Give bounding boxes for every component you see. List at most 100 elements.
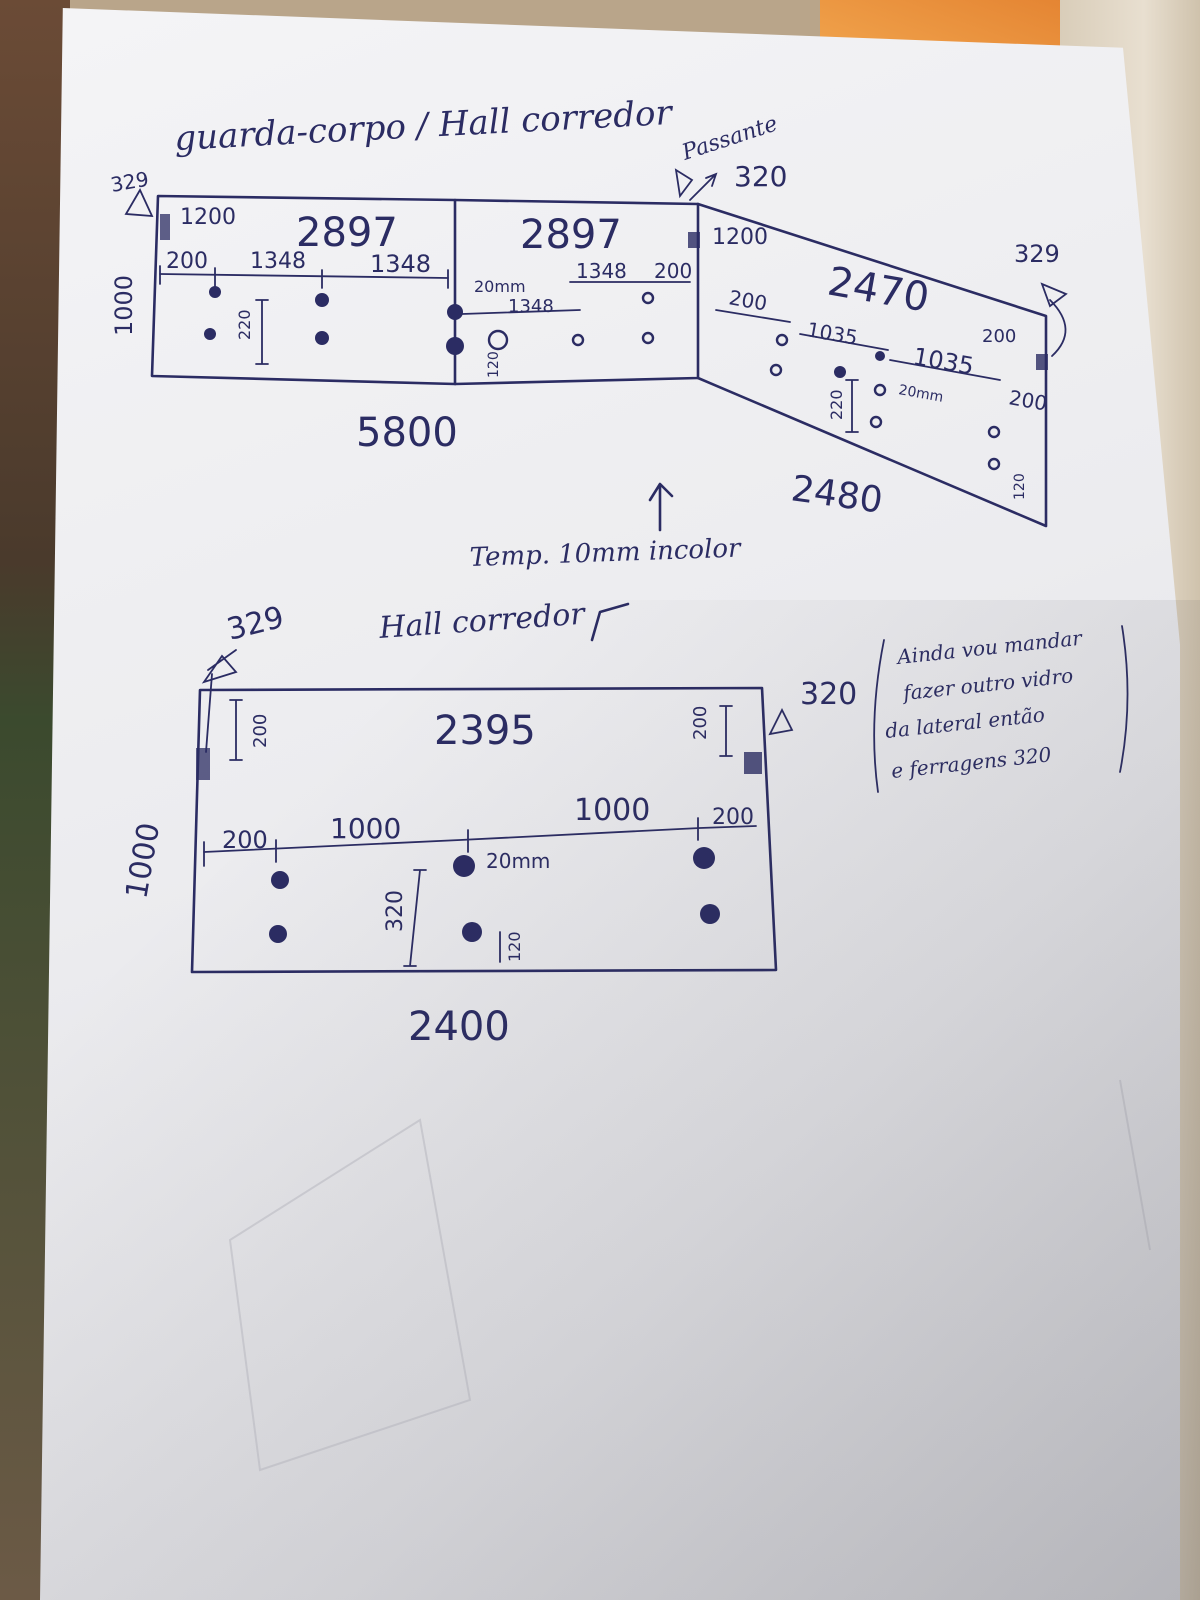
hole-icon	[315, 293, 329, 307]
panel-a-side-fix: 329	[109, 167, 151, 197]
side-note-line-4: e ferragens 320	[890, 742, 1053, 783]
panel-b-width: 2897	[520, 212, 622, 258]
hole-icon	[462, 922, 482, 942]
vertical-dim-icon	[229, 699, 243, 761]
vertical-dim-icon	[403, 869, 427, 967]
fix-arrow-icon	[1040, 282, 1068, 308]
side-note-line-3: da lateral então	[884, 702, 1046, 743]
panel-d-outline	[190, 686, 778, 974]
passante-label: Passante	[678, 111, 781, 166]
panel-c-outline	[696, 202, 1048, 528]
panel-c-width: 2470	[824, 259, 932, 322]
panel-b-small-dim: 120	[486, 351, 502, 378]
hole-icon	[700, 904, 720, 924]
panel-d-bottom-width: 2400	[408, 1004, 510, 1050]
panel-a-offset-3: 1348	[370, 250, 431, 278]
panel-b-hole-note: 20mm	[474, 277, 526, 296]
panel-d-vertical-gap: 320	[383, 890, 408, 932]
panel-d-small-dim: 120	[505, 931, 524, 962]
hole-icon	[641, 331, 655, 345]
paper-imprint	[228, 1079, 1151, 1472]
fix-arrow-icon	[201, 649, 238, 684]
panel-b-outline	[453, 198, 700, 386]
panel-b-offset-3: 200	[654, 259, 692, 283]
panel-a-offset-1: 200	[166, 249, 208, 274]
note-bracket-icon	[1119, 625, 1129, 773]
panel-c-offset-right-1: 1035	[911, 342, 976, 380]
fix-arrow-icon	[205, 673, 213, 753]
drawing-title: guarda-corpo / Hall corredor	[173, 93, 674, 159]
fixing-point-icon	[744, 752, 762, 774]
panel-c-dim-line	[715, 309, 1001, 381]
panel-a-height: 1000	[110, 275, 138, 336]
hole-icon	[875, 351, 885, 361]
second-title: Hall corredor	[377, 597, 587, 646]
hole-icon	[641, 291, 655, 305]
hole-icon	[315, 331, 329, 345]
check-mark-icon	[590, 602, 630, 642]
hole-icon	[571, 333, 585, 347]
panel-c-bottom-width: 2480	[789, 468, 885, 521]
panel-d-offset-2: 1000	[330, 812, 401, 845]
panel-d-right-fix: 320	[800, 677, 857, 712]
hole-icon	[453, 855, 475, 877]
panel-d-side-gap-right: 200	[690, 706, 711, 740]
vertical-dim-icon	[845, 379, 859, 433]
panel-c-side-fix: 329	[1014, 240, 1060, 268]
hole-icon	[269, 925, 287, 943]
panel-d-hole-note: 20mm	[486, 849, 550, 873]
fixing-point-icon	[1036, 354, 1048, 370]
hole-icon	[693, 847, 715, 869]
hole-icon	[271, 871, 289, 889]
dim-tick-icon	[159, 265, 449, 289]
hole-icon	[487, 329, 509, 351]
hole-icon	[775, 333, 789, 347]
hole-icon	[987, 425, 1001, 439]
fix-arrow-icon	[674, 168, 694, 199]
panel-a-vertical-gap: 220	[235, 309, 254, 340]
panel-a-offset-2: 1348	[250, 249, 306, 274]
fixing-point-icon	[688, 232, 700, 248]
paper-sheet	[40, 8, 1180, 1600]
side-note-line-2: fazer outro vidro	[900, 663, 1074, 705]
panel-b-top-fix: 1200	[712, 225, 768, 250]
fixing-point-icon	[160, 214, 170, 240]
panel-c-offset-right-2: 200	[1007, 385, 1049, 415]
panel-c-vertical-gap: 220	[827, 389, 846, 420]
panel-d-offset-1: 200	[222, 826, 268, 854]
note-bracket-icon	[873, 639, 885, 793]
hole-icon	[446, 337, 464, 355]
hole-icon	[769, 363, 783, 377]
fix-arrow-icon	[768, 707, 794, 736]
pointer-arrow-icon	[648, 482, 674, 532]
hole-icon	[204, 328, 216, 340]
vertical-dim-icon	[255, 299, 269, 365]
panel-a-width: 2897	[296, 210, 398, 256]
hole-icon	[873, 383, 887, 397]
panel-c-offset-left-2: 1035	[805, 317, 859, 349]
dim-tick-icon	[203, 817, 699, 867]
panel-c-small-dim: 120	[1012, 473, 1028, 500]
panel-b-offset-1: 1348	[508, 296, 554, 317]
hole-icon	[834, 366, 846, 378]
hole-icon	[869, 415, 883, 429]
fix-arrow-icon	[1049, 299, 1067, 357]
panel-d-offset-4: 200	[712, 805, 754, 830]
panel-a-top-fix: 1200	[180, 205, 236, 230]
fix-arrow-icon	[689, 172, 718, 201]
vertical-dim-icon	[719, 705, 733, 757]
panel-c-offset-left-1: 200	[727, 285, 769, 315]
panel-d-height: 1000	[119, 820, 167, 901]
panel-d-dim-line	[203, 825, 757, 853]
side-note-line-1: Ainda vou mandar	[894, 626, 1084, 670]
panel-d-side-gap-left: 200	[250, 714, 271, 748]
panel-d-offset-3: 1000	[574, 793, 650, 828]
panel-b-offset-2: 1348	[576, 259, 627, 283]
panel-d-left-fix: 329	[223, 600, 287, 648]
hole-icon	[987, 457, 1001, 471]
panel-c-hole-note: 20mm	[897, 382, 944, 406]
panel-b-dim-line	[461, 281, 691, 315]
panel-a-dim-line	[159, 273, 449, 279]
panel-d-width: 2395	[434, 708, 536, 754]
